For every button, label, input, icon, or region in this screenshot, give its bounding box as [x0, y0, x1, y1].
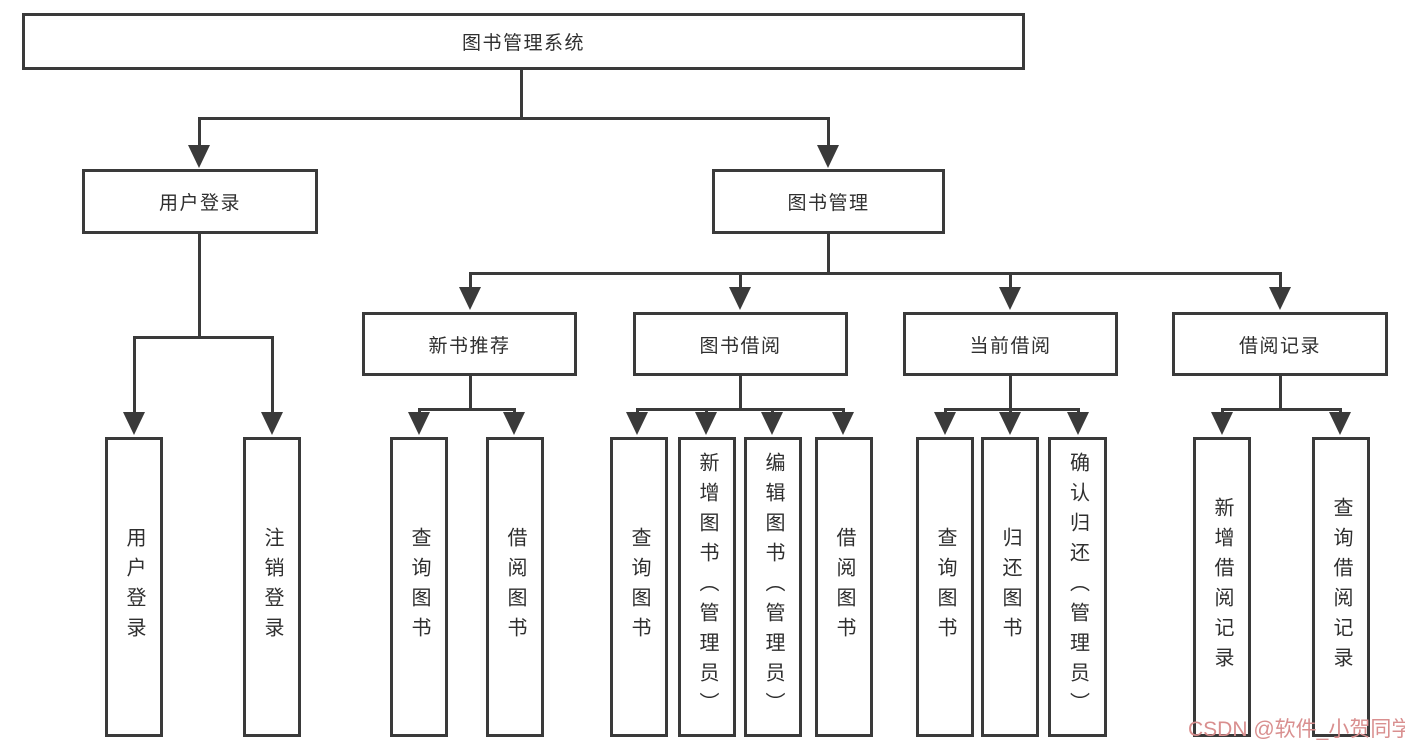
arrow-down-icon: [695, 412, 717, 435]
leaf-add-borrow-record: 新增借阅记录: [1193, 437, 1251, 737]
node-root-label: 图书管理系统: [461, 33, 585, 54]
leaf-borrow-books-recommend-label: 借阅图书: [504, 527, 526, 647]
leaf-confirm-return-admin: 确认归还（管理员）: [1048, 437, 1107, 737]
arrow-down-icon: [1211, 412, 1233, 435]
arrow-down-icon: [459, 287, 481, 310]
leaf-add-books-admin: 新增图书（管理员）: [678, 437, 736, 737]
leaf-borrow-books: 借阅图书: [815, 437, 873, 737]
connector-line: [418, 408, 516, 411]
arrow-down-icon: [761, 412, 783, 435]
node-user-login-label: 用户登录: [158, 193, 241, 214]
connector-line: [1221, 408, 1342, 411]
leaf-borrow-books-recommend: 借阅图书: [486, 437, 544, 737]
connector-line: [520, 68, 523, 119]
connector-line: [944, 408, 1080, 411]
arrow-down-icon: [832, 412, 854, 435]
leaf-logout-login-label: 注销登录: [261, 527, 283, 647]
connector-line: [739, 272, 742, 292]
node-current-borrow-label: 当前借阅: [969, 335, 1052, 357]
leaf-query-books-recommend-label: 查询图书: [408, 527, 430, 647]
arrow-down-icon: [999, 287, 1021, 310]
node-root: 图书管理系统: [22, 13, 1025, 70]
arrow-down-icon: [1067, 412, 1089, 435]
connector-line: [198, 117, 830, 120]
connector-line: [827, 232, 830, 274]
leaf-query-books-current: 查询图书: [916, 437, 974, 737]
arrow-down-icon: [503, 412, 525, 435]
leaf-return-books: 归还图书: [981, 437, 1039, 737]
arrow-down-icon: [123, 412, 145, 435]
leaf-edit-books-admin: 编辑图书（管理员）: [744, 437, 802, 737]
leaf-edit-books-admin-label: 编辑图书（管理员）: [762, 452, 784, 722]
arrow-down-icon: [408, 412, 430, 435]
connector-line: [469, 375, 472, 410]
node-book-borrow-label: 图书借阅: [699, 335, 782, 357]
arrow-down-icon: [188, 145, 210, 168]
node-book-management-label: 图书管理: [787, 193, 870, 214]
leaf-query-books-borrow-label: 查询图书: [628, 527, 650, 647]
leaf-user-login-label: 用户登录: [123, 527, 145, 647]
arrow-down-icon: [934, 412, 956, 435]
leaf-logout-login: 注销登录: [243, 437, 301, 737]
leaf-query-books-borrow: 查询图书: [610, 437, 668, 737]
arrow-down-icon: [261, 412, 283, 435]
leaf-confirm-return-admin-label: 确认归还（管理员）: [1066, 452, 1089, 722]
leaf-query-borrow-record-label: 查询借阅记录: [1330, 497, 1352, 677]
leaf-query-borrow-record: 查询借阅记录: [1312, 437, 1370, 737]
node-new-book-recommend-label: 新书推荐: [428, 335, 511, 357]
leaf-user-login: 用户登录: [105, 437, 163, 737]
arrow-down-icon: [999, 412, 1021, 435]
watermark: CSDN @软件_小贺同学: [1188, 718, 1405, 741]
arrow-down-icon: [729, 287, 751, 310]
node-book-management: 图书管理: [712, 169, 945, 234]
connector-line: [133, 336, 274, 339]
arrow-down-icon: [817, 145, 839, 168]
node-new-book-recommend: 新书推荐: [362, 312, 577, 376]
connector-line: [1009, 272, 1012, 292]
leaf-query-books-recommend: 查询图书: [390, 437, 448, 737]
connector-line: [1009, 375, 1012, 410]
connector-line: [133, 336, 136, 417]
leaf-return-books-label: 归还图书: [999, 527, 1021, 647]
arrow-down-icon: [626, 412, 648, 435]
connector-line: [198, 233, 201, 338]
leaf-query-books-current-label: 查询图书: [934, 527, 956, 647]
leaf-add-borrow-record-label: 新增借阅记录: [1211, 497, 1233, 677]
connector-line: [1279, 375, 1282, 410]
connector-line: [636, 408, 845, 411]
connector-line: [469, 272, 472, 292]
node-current-borrow: 当前借阅: [903, 312, 1118, 376]
connector-line: [739, 375, 742, 410]
connector-line: [198, 117, 201, 150]
node-borrow-records-label: 借阅记录: [1238, 335, 1321, 357]
arrow-down-icon: [1269, 287, 1291, 310]
connector-line: [469, 272, 1282, 275]
connector-line: [1279, 272, 1282, 292]
connector-line: [271, 336, 274, 417]
arrow-down-icon: [1329, 412, 1351, 435]
node-borrow-records: 借阅记录: [1172, 312, 1388, 376]
leaf-add-books-admin-label: 新增图书（管理员）: [696, 452, 718, 722]
connector-line: [827, 117, 830, 150]
node-book-borrow: 图书借阅: [633, 312, 848, 376]
leaf-borrow-books-label: 借阅图书: [833, 527, 855, 647]
node-user-login: 用户登录: [82, 169, 318, 234]
